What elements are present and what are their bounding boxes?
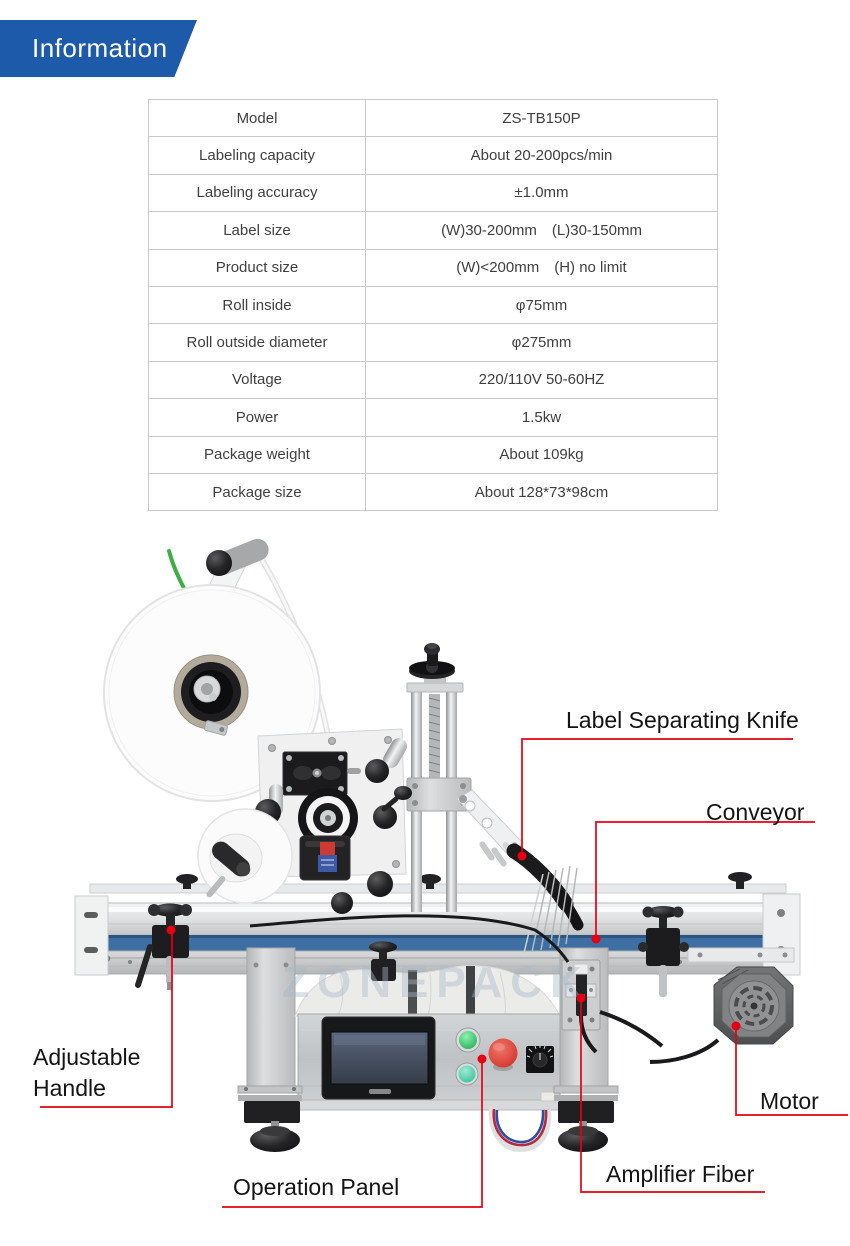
callout-motor: Motor: [760, 1088, 819, 1114]
callout-label-separating-knife: Label Separating Knife: [566, 707, 799, 733]
spec-value: About 20-200pcs/min: [365, 136, 718, 175]
dust-cover-cloth: [294, 965, 561, 1017]
spec-label: Package size: [148, 472, 366, 512]
spec-value: 220/110V 50-60HZ: [365, 360, 718, 400]
callout-dots: [166, 851, 741, 1064]
callout-adjustable-handle: Adjustable Handle: [33, 1044, 141, 1101]
spec-label: Package weight: [148, 435, 366, 474]
spec-value: (W)30-200mm (L)30-150mm: [365, 211, 718, 250]
rewind-roll: [197, 808, 293, 904]
machine-foot-left: [250, 1128, 300, 1152]
watermark: ZONEPACK: [282, 958, 590, 1007]
start-button: [459, 1031, 477, 1049]
control-buttons: [455, 1027, 554, 1086]
spec-label: Roll outside diameter: [148, 323, 366, 362]
panel-brand-logo: [369, 1089, 391, 1094]
callout-conveyor: Conveyor: [706, 799, 805, 825]
adjustment-knobs: [255, 759, 397, 914]
callout-operation-panel: Operation Panel: [233, 1174, 400, 1200]
spec-value: φ75mm: [365, 285, 718, 325]
labeling-head: [103, 538, 407, 914]
speed-dial: [526, 1045, 554, 1073]
spec-label: Labeling capacity: [148, 136, 366, 175]
spec-row: Labeling accuracy±1.0mm: [148, 173, 718, 213]
operation-panel: [321, 1016, 436, 1100]
far-guide-knobs: [176, 872, 752, 889]
head-drive-motor: [299, 835, 351, 881]
drive-wheel: [298, 788, 358, 848]
spec-value: About 109kg: [365, 435, 718, 474]
wire-bundle: [488, 1107, 552, 1153]
separating-knife: [456, 789, 584, 954]
spec-row: Product size(W)<200mm (H) no limit: [148, 248, 718, 287]
spec-row: Label size(W)30-200mm (L)30-150mm: [148, 211, 718, 250]
spec-label: Labeling accuracy: [148, 173, 366, 213]
information-banner: Information: [0, 20, 197, 77]
conveyor-end-plate-right: [762, 893, 801, 976]
sensor-cable: [249, 914, 570, 963]
height-adjust-knob: [409, 643, 455, 679]
stop-button: [458, 1065, 476, 1083]
guide-clamp-knob-center: [369, 941, 397, 981]
spec-label: Power: [148, 398, 366, 437]
conveyor-end-plate-left: [74, 895, 109, 976]
callout-lines: [40, 738, 848, 1208]
spec-value: About 128*73*98cm: [365, 472, 718, 512]
guide-clamp-knob-right: [638, 906, 689, 997]
machine-foot-right: [558, 1128, 608, 1152]
conveyor-belt: [78, 935, 796, 951]
spec-value: 1.5kw: [365, 398, 718, 437]
spec-value: (W)<200mm (H) no limit: [365, 248, 718, 287]
spec-value: φ275mm: [365, 323, 718, 362]
emergency-button: [488, 1038, 518, 1068]
page-title: Information: [32, 33, 168, 63]
spec-value: ±1.0mm: [365, 173, 718, 213]
spec-label: Roll inside: [148, 285, 366, 325]
spec-label: Model: [148, 98, 366, 138]
motor: [649, 947, 795, 1064]
spec-label: Voltage: [148, 360, 366, 400]
callout-amplifier-fiber: Amplifier Fiber: [606, 1161, 755, 1187]
adjustable-feet: [237, 1085, 619, 1152]
support-column: [381, 643, 472, 912]
label-paper-strands: [531, 865, 578, 953]
spec-label: Product size: [148, 248, 366, 287]
